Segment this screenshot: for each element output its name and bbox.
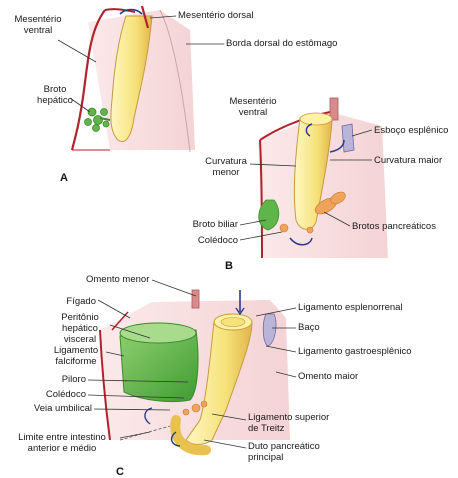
label-c-baco: Baço [298, 322, 320, 333]
label-b-mesenterio-ventral: Mesentério ventral [222, 96, 284, 118]
label-b-coledoco: Colédoco [180, 235, 238, 246]
label-c-ligamento-falciforme: Ligamento falciforme [46, 345, 106, 367]
label-a-mesenterio-ventral: Mesentério ventral [2, 14, 74, 36]
label-a-broto-hepatico: Broto hepático [30, 84, 80, 106]
label-c-ligamento-esplenorrenal: Ligamento esplenorrenal [298, 302, 403, 313]
label-c-omento-menor: Omento menor [86, 274, 149, 285]
label-a-borda-dorsal: Borda dorsal do estômago [226, 38, 337, 49]
label-b-broto-biliar: Broto biliar [176, 219, 238, 230]
label-c-coledoco: Colédoco [30, 389, 86, 400]
label-c-duto-pancreatico: Duto pancreático principal [248, 441, 320, 463]
label-a-mesenterio-dorsal: Mesentério dorsal [178, 10, 254, 21]
label-c-ligamento-gastroesplenico: Ligamento gastroesplênico [298, 346, 412, 357]
panel-c-letter: C [116, 466, 124, 478]
label-c-omento-maior: Omento maior [298, 371, 358, 382]
label-c-piloro: Piloro [40, 374, 86, 385]
panel-a-letter: A [60, 172, 68, 184]
label-b-curvatura-maior: Curvatura maior [374, 155, 442, 166]
label-c-peritonio: Peritônio hepático visceral [50, 312, 110, 345]
panel-a-drawing [58, 6, 224, 152]
label-b-esboco-esplenico: Esboço esplênico [374, 125, 448, 136]
label-b-curvatura-menor: Curvatura menor [200, 156, 252, 178]
label-c-veia-umbilical: Veia umbilical [10, 403, 92, 414]
label-c-limite: Limite entre intestino anterior e médio [4, 432, 120, 454]
panel-b-letter: B [225, 260, 233, 272]
panel-b-drawing [240, 98, 388, 258]
label-c-figado: Fígado [40, 296, 96, 307]
label-c-ligamento-treitz: Ligamento superior de Treitz [248, 412, 329, 434]
label-b-brotos-pancreaticos: Brotos pancreáticos [352, 221, 436, 232]
